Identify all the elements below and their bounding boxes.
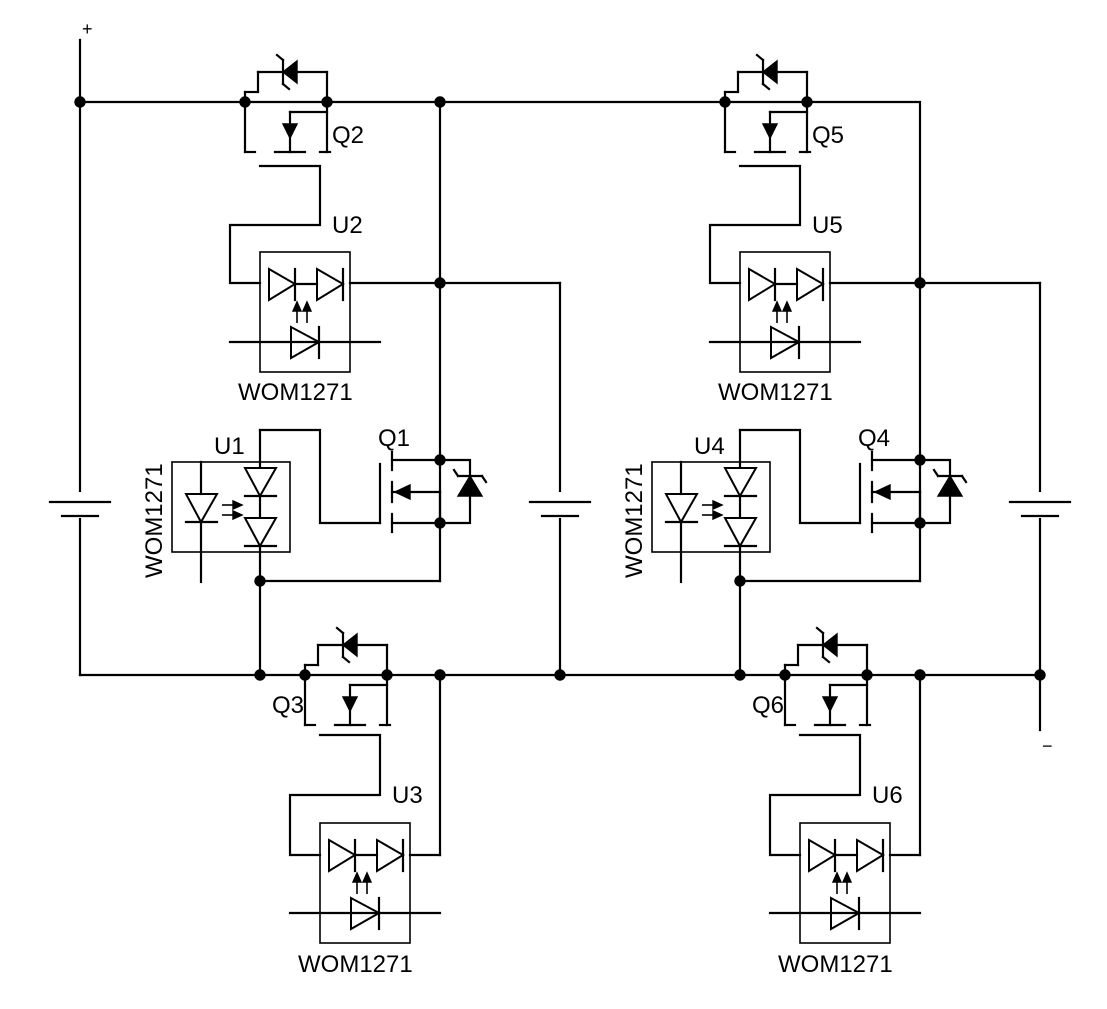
q5-label: Q5 [812,122,844,149]
q4-mosfet [858,450,922,534]
q6-igbt [778,626,874,727]
q3-label: Q3 [272,692,304,719]
u4-part: WOM1271 [621,463,648,578]
q2-label: Q2 [332,122,364,149]
u5-label: U5 [812,212,843,239]
u4-label: U4 [694,433,725,460]
u5-part: WOM1271 [718,379,833,406]
u1-part: WOM1271 [141,463,168,578]
u2-optocoupler [228,250,382,374]
q4-label: Q4 [858,425,890,452]
q1-tvs-diode [438,458,488,525]
u2-part: WOM1271 [238,379,353,406]
q1-label: Q1 [378,425,410,452]
u6-part: WOM1271 [778,951,893,978]
input-capacitor [48,492,112,518]
u6-optocoupler [768,821,922,945]
output-capacitor [1008,492,1072,518]
q5-igbt [718,53,814,154]
u3-label: U3 [392,782,423,809]
q4-tvs-diode [918,458,968,525]
u5-optocoupler [708,250,862,374]
u1-label: U1 [214,433,245,460]
middle-capacitor [528,492,592,518]
q3-igbt [298,626,394,727]
negative-terminal-label: − [1042,736,1053,756]
u2-label: U2 [332,212,363,239]
u3-optocoupler [288,821,442,945]
q2-igbt [238,53,334,154]
q6-label: Q6 [752,692,784,719]
u3-part: WOM1271 [298,951,413,978]
q1-mosfet [378,450,442,534]
u6-label: U6 [872,782,903,809]
positive-terminal-label: + [82,19,93,39]
u1-optocoupler [171,460,291,584]
junctions [74,96,1046,681]
u4-optocoupler [651,460,771,584]
